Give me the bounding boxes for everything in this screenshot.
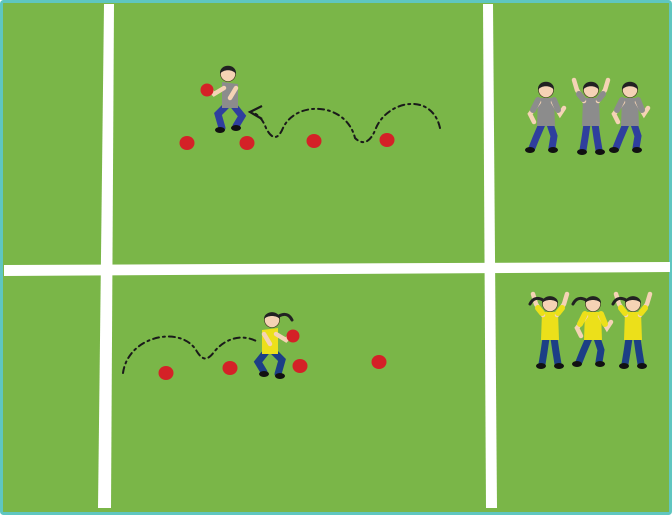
top-drill-cone-4 xyxy=(380,133,395,147)
top-drill-cone-3 xyxy=(307,134,322,148)
bottom-drill-active-player-ball xyxy=(287,330,300,343)
bottom-drill-cone-3 xyxy=(293,359,308,373)
bottom-drill-cone-4 xyxy=(372,355,387,369)
top-drill-active-player-ball xyxy=(201,84,214,97)
bottom-drill-cone-2 xyxy=(223,361,238,375)
top-drill-cone-1 xyxy=(180,136,195,150)
bottom-drill-cone-1 xyxy=(159,366,174,380)
top-drill-cone-2 xyxy=(240,136,255,150)
